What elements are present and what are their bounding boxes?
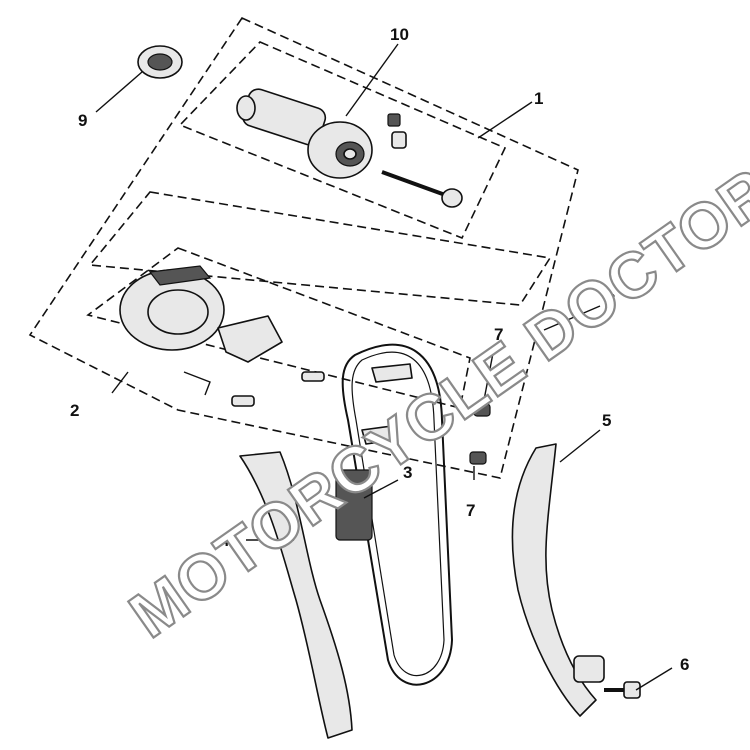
watermark-text: MOTORCYCLE DOCTOR bbox=[117, 154, 750, 652]
cam-bolt-part bbox=[381, 170, 463, 208]
callout-1: 1 bbox=[534, 89, 543, 108]
callout-7-bottom: 7 bbox=[466, 501, 475, 520]
cam-sprocket-part bbox=[119, 265, 225, 351]
leader-lines bbox=[95, 43, 673, 691]
callout-8: 8 bbox=[606, 290, 615, 309]
decompressor-part bbox=[183, 315, 325, 407]
camshaft-group-outline bbox=[28, 16, 579, 479]
nut-and-pin-parts bbox=[387, 113, 407, 149]
callout-6: 6 bbox=[680, 655, 689, 674]
callout-10: 10 bbox=[390, 25, 409, 44]
bolt-parts-7 bbox=[469, 403, 491, 465]
callout-2: 2 bbox=[70, 401, 79, 420]
callout-7-top: 7 bbox=[494, 325, 503, 344]
callout-9: 9 bbox=[78, 111, 87, 130]
chain-tensioner-guide-part bbox=[511, 443, 605, 717]
camshaft-part bbox=[236, 88, 373, 179]
chain-guide-part bbox=[239, 451, 353, 739]
cam-chain-part bbox=[335, 343, 454, 686]
callout-3: 3 bbox=[403, 463, 412, 482]
callout-4: 4 bbox=[220, 531, 230, 550]
callout-5: 5 bbox=[602, 411, 611, 430]
chain-bracket-parts bbox=[361, 363, 413, 445]
pivot-bolt-part bbox=[604, 681, 641, 699]
seal-ring-part bbox=[137, 45, 183, 79]
